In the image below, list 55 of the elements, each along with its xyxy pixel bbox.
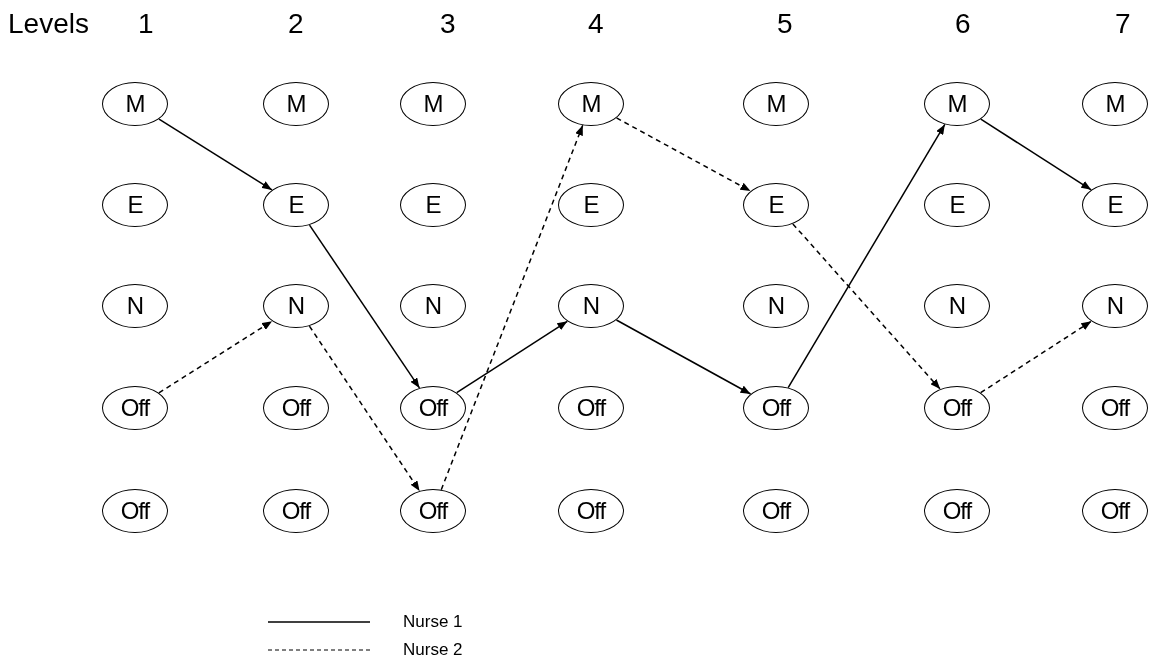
- level-label: 4: [588, 10, 604, 38]
- legend-text: Nurse 2: [403, 641, 463, 658]
- shift-ellipse: M: [558, 82, 624, 126]
- arrow: [158, 118, 273, 191]
- arrow: [792, 223, 941, 390]
- arrow: [308, 224, 421, 389]
- arrow: [158, 320, 273, 394]
- shift-ellipse: E: [102, 183, 168, 227]
- shift-ellipse: M: [400, 82, 466, 126]
- arrow: [979, 320, 1093, 394]
- shift-ellipse: E: [743, 183, 809, 227]
- shift-ellipse: N: [102, 284, 168, 328]
- level-label: 6: [955, 10, 971, 38]
- shift-ellipse: N: [924, 284, 990, 328]
- shift-ellipse: N: [743, 284, 809, 328]
- shift-ellipse: Off: [400, 386, 466, 430]
- legend-text: Nurse 1: [403, 613, 463, 630]
- shift-ellipse: E: [1082, 183, 1148, 227]
- shift-ellipse: Off: [102, 489, 168, 533]
- shift-ellipse: M: [263, 82, 329, 126]
- shift-ellipse: N: [558, 284, 624, 328]
- shift-ellipse: M: [102, 82, 168, 126]
- arrow: [455, 320, 569, 394]
- shift-ellipse: Off: [102, 386, 168, 430]
- shift-ellipse: E: [400, 183, 466, 227]
- shift-ellipse: E: [924, 183, 990, 227]
- level-label: 5: [777, 10, 793, 38]
- shift-ellipse: M: [743, 82, 809, 126]
- shift-ellipse: N: [263, 284, 329, 328]
- level-label: 2: [288, 10, 304, 38]
- shift-ellipse: Off: [924, 386, 990, 430]
- shift-ellipse: E: [263, 183, 329, 227]
- shift-ellipse: Off: [400, 489, 466, 533]
- level-label: Levels: [8, 10, 89, 38]
- shift-ellipse: Off: [558, 386, 624, 430]
- shift-ellipse: Off: [263, 386, 329, 430]
- level-label: 3: [440, 10, 456, 38]
- arrow: [440, 124, 584, 491]
- shift-ellipse: Off: [1082, 386, 1148, 430]
- shift-ellipse: Off: [743, 489, 809, 533]
- shift-ellipse: E: [558, 183, 624, 227]
- level-label: 7: [1115, 10, 1131, 38]
- shift-ellipse: N: [400, 284, 466, 328]
- shift-ellipse: Off: [558, 489, 624, 533]
- shift-ellipse: M: [1082, 82, 1148, 126]
- arrow: [980, 118, 1092, 191]
- level-label: 1: [138, 10, 154, 38]
- arrow: [308, 325, 421, 492]
- shift-ellipse: Off: [1082, 489, 1148, 533]
- shift-ellipse: N: [1082, 284, 1148, 328]
- arrow: [615, 319, 752, 395]
- shift-ellipse: Off: [924, 489, 990, 533]
- shift-ellipse: M: [924, 82, 990, 126]
- shift-ellipse: Off: [743, 386, 809, 430]
- shift-ellipse: Off: [263, 489, 329, 533]
